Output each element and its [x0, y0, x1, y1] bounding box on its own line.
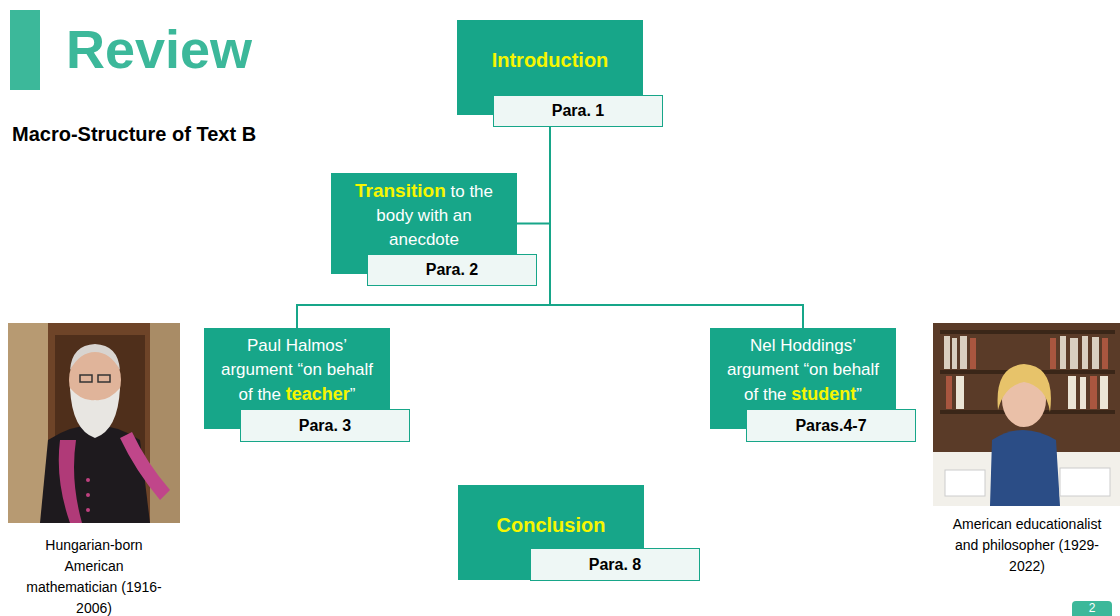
paragraph-number: Para. 3	[299, 417, 351, 435]
box-text: Transition to the body with an anecdote	[331, 173, 517, 252]
box-text: Paul Halmos’ argument “on behalf of the …	[204, 328, 390, 407]
tree-connector	[297, 115, 550, 328]
portrait-photo	[933, 323, 1120, 506]
page-number-ground	[1072, 601, 1112, 616]
highlight-word: Transition	[355, 180, 446, 201]
section-box: ConclusionPara. 8	[458, 485, 644, 580]
paragraph-tag: Paras.4-7	[746, 409, 916, 442]
box-label: ”	[350, 385, 356, 404]
highlight-word: student	[791, 384, 856, 404]
section-box: IntroductionPara. 1	[457, 20, 643, 115]
box-label: ”	[856, 385, 862, 404]
paragraph-number: Para. 2	[426, 261, 478, 279]
paragraph-tag: Para. 3	[240, 409, 410, 442]
paragraph-number: Para. 8	[589, 556, 641, 574]
portrait-photo	[8, 323, 180, 523]
section-box: Nel Hoddings’ argument “on behalf of the…	[710, 328, 896, 429]
page-number: 2	[1072, 601, 1112, 616]
highlight-word: Conclusion	[497, 514, 606, 536]
box-text: Nel Hoddings’ argument “on behalf of the…	[710, 328, 896, 407]
slide-title: Review	[66, 14, 252, 84]
tree-connector	[517, 115, 550, 224]
highlight-word: teacher	[286, 384, 350, 404]
photo-caption: Hungarian-born American mathematician (1…	[24, 535, 164, 616]
box-text: Introduction	[457, 20, 643, 74]
paragraph-number: Paras.4-7	[795, 417, 866, 435]
paragraph-tag: Para. 8	[530, 548, 700, 581]
paragraph-tag: Para. 2	[367, 254, 537, 286]
title-bar	[10, 10, 40, 90]
section-box: Transition to the body with an anecdoteP…	[331, 173, 517, 274]
box-text: Conclusion	[458, 485, 644, 539]
paragraph-number: Para. 1	[552, 102, 604, 120]
section-box: Paul Halmos’ argument “on behalf of the …	[204, 328, 390, 429]
highlight-word: Introduction	[492, 49, 609, 71]
photo-caption: American educationalist and philosopher …	[950, 514, 1104, 577]
subheading: Macro-Structure of Text B	[12, 123, 256, 146]
tree-connector	[550, 115, 803, 328]
paragraph-tag: Para. 1	[493, 95, 663, 127]
